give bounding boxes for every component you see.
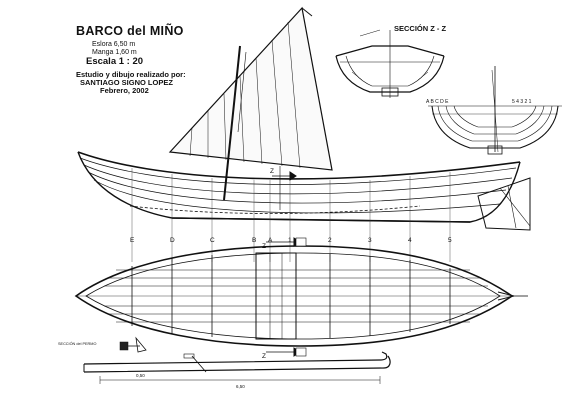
station-d-label: D	[170, 237, 175, 244]
station-1-label: 1	[288, 237, 292, 244]
z-marker-plan-top: Z	[262, 243, 266, 250]
manga-label: Manga 1,60 m	[92, 49, 137, 56]
body-plan-drawing	[428, 66, 562, 155]
section-zz-title: SECCIÓN Z - Z	[394, 24, 447, 33]
body-plan-left-stations: A B C D E	[426, 99, 449, 105]
station-2-label: 2	[328, 237, 332, 244]
station-5-label: 5	[448, 237, 452, 244]
dimension-short: 0,50	[136, 373, 145, 378]
z-marker-plan-bottom: Z	[262, 353, 266, 360]
body-plan-labels: A B C D E 5 4 3 2 1	[426, 99, 532, 105]
station-a-label: A	[268, 237, 273, 244]
scale-label: Escala 1 : 20	[86, 56, 144, 67]
hull-profile	[77, 151, 531, 231]
station-c-label: C	[210, 237, 215, 244]
station-3-label: 3	[368, 237, 372, 244]
station-labels: E D C B A 1 2 3 4 5	[130, 237, 452, 244]
plan-date: Febrero, 2002	[100, 86, 149, 95]
z-marker-profile: Z	[270, 168, 274, 175]
eslora-label: Eslora 6,50 m	[92, 41, 136, 48]
body-plan-right-stations: 5 4 3 2 1	[512, 99, 532, 105]
sail	[168, 6, 333, 171]
dimension-overall: 6,50	[236, 384, 245, 389]
mast	[223, 45, 241, 201]
section-zz-drawing	[335, 29, 445, 98]
author-name: SANTIAGO SIGNO LOPEZ	[80, 78, 173, 87]
keel-strip	[83, 351, 391, 384]
station-e-label: E	[130, 237, 135, 244]
hull-plan-view	[74, 245, 528, 347]
study-credit-line: Estudio y dibujo realizado por:	[76, 70, 186, 79]
plan-title: BARCO del MIÑO	[76, 24, 184, 38]
section-permo-label: SECCIÓN del PERMO	[58, 342, 97, 346]
station-b-label: B	[252, 237, 256, 244]
permo-section-detail	[119, 336, 147, 353]
station-4-label: 4	[408, 237, 412, 244]
